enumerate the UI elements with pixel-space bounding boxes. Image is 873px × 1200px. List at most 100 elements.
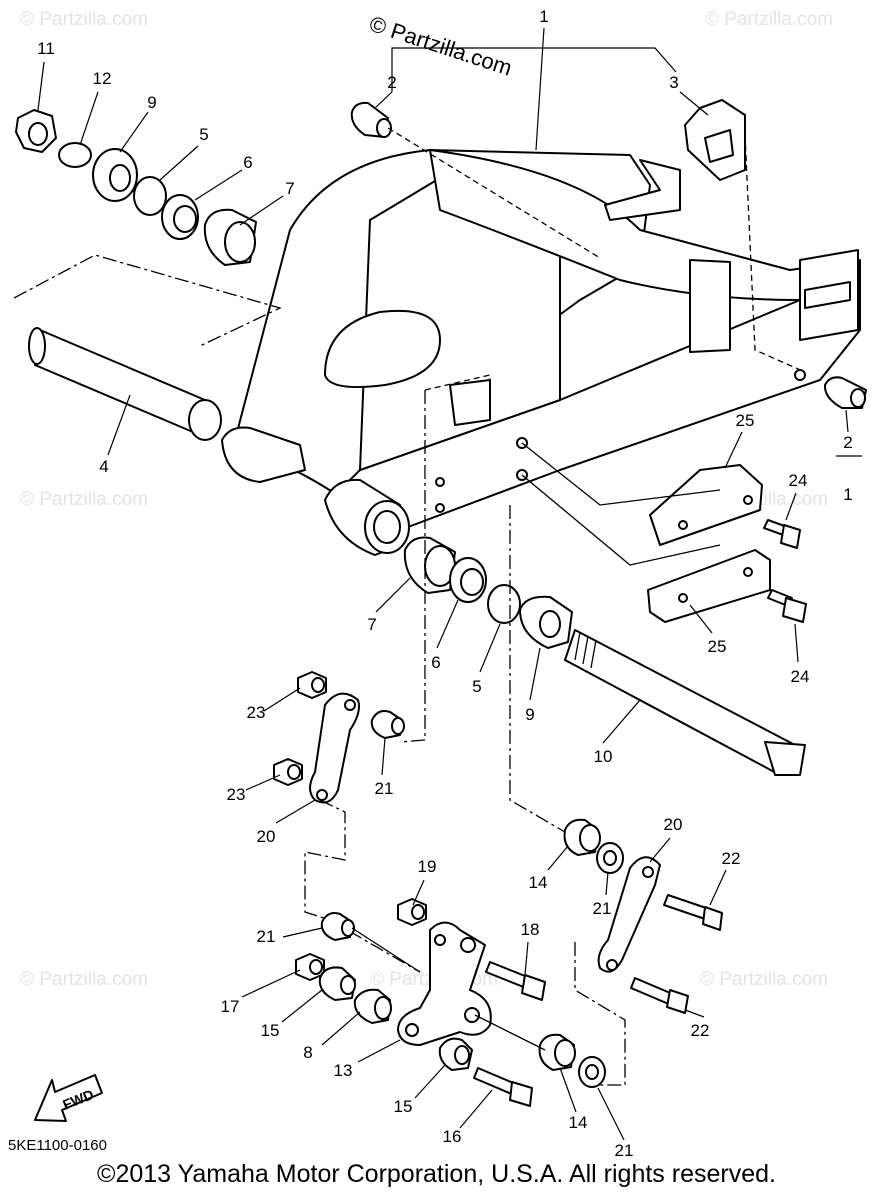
washer-5-top — [133, 176, 167, 216]
collar-2-top — [350, 101, 392, 138]
arm-20-right — [597, 856, 661, 973]
callout-1: 1 — [843, 485, 852, 504]
callout-9: 9 — [525, 705, 534, 724]
guide-line — [13, 254, 282, 347]
callout-9: 9 — [147, 93, 156, 112]
callout-11: 11 — [37, 39, 55, 58]
diagram-code: 5KE1100-0160 — [8, 1137, 107, 1154]
seal-6-mid — [449, 557, 487, 603]
guide-line — [304, 799, 421, 973]
callout-4: 4 — [99, 457, 108, 476]
guide-line — [424, 374, 491, 420]
nut-23-upper — [297, 671, 327, 699]
callout-5: 5 — [199, 125, 208, 144]
seal-6-top — [161, 194, 199, 240]
bolt-22-lower — [630, 977, 689, 1014]
callout-15: 15 — [261, 1021, 280, 1040]
callout-5: 5 — [472, 677, 481, 696]
watermark-partzilla: © Partzilla.com — [366, 11, 515, 81]
swingarm — [221, 149, 861, 556]
collar-21-b — [596, 842, 624, 874]
bolt-24-upper — [763, 519, 801, 549]
guide-line — [351, 927, 546, 1051]
callout-24: 24 — [789, 471, 808, 490]
callout-2: 2 — [843, 433, 852, 452]
bearing-14-lower — [538, 1033, 576, 1071]
callout-20: 20 — [257, 827, 276, 846]
bearing-8 — [353, 988, 392, 1024]
bolt-24-lower — [767, 589, 807, 623]
nut-23-lower — [273, 758, 303, 786]
callout-12: 12 — [93, 69, 112, 88]
bearing-14-upper — [563, 818, 601, 856]
collar-21-d — [578, 1056, 606, 1088]
collar-21-a — [370, 710, 405, 739]
callout-7: 7 — [285, 179, 294, 198]
pivot-shaft-10 — [564, 629, 806, 776]
callout-22: 22 — [722, 849, 741, 868]
watermark: © Partzilla.com — [20, 9, 148, 30]
guide-line — [399, 390, 566, 833]
nut-19 — [397, 898, 427, 926]
leader-lines — [37, 27, 862, 1141]
fwd-arrow-icon: FWD — [34, 1074, 103, 1122]
watermark: © Partzilla.com — [705, 9, 833, 30]
collar-9-mid — [519, 595, 573, 649]
collar-21-c — [320, 912, 355, 941]
callout-numbers: 1 2 3 2 1 11 12 9 5 6 7 4 25 24 25 24 7 … — [37, 7, 853, 1160]
watermark: © Partzilla.com — [20, 489, 148, 510]
callout-21: 21 — [257, 927, 276, 946]
callout-23: 23 — [247, 703, 266, 722]
callout-10: 10 — [594, 747, 613, 766]
callout-25: 25 — [736, 411, 755, 430]
collar-15-upper — [318, 966, 356, 1001]
watermark: © Partzilla.com — [700, 969, 828, 990]
callout-14: 14 — [529, 873, 548, 892]
guide-line — [521, 442, 721, 566]
callout-6: 6 — [431, 653, 440, 672]
arm-20-left — [309, 692, 360, 804]
shaft-4 — [28, 327, 222, 441]
guide-25-lower — [647, 549, 771, 623]
callout-25: 25 — [708, 637, 727, 656]
bolt-22-upper — [663, 894, 723, 931]
bearing-7-mid — [403, 536, 456, 594]
callout-15: 15 — [394, 1097, 413, 1116]
callout-17: 17 — [221, 997, 240, 1016]
callout-3: 3 — [669, 73, 678, 92]
bolt-16 — [473, 1067, 533, 1107]
callout-22: 22 — [691, 1021, 710, 1040]
callout-20: 20 — [664, 815, 683, 834]
collar-2-right — [823, 376, 867, 409]
collar-9-top — [92, 148, 138, 202]
callout-2: 2 — [387, 73, 396, 92]
callout-23: 23 — [227, 785, 246, 804]
callout-13: 13 — [334, 1061, 353, 1080]
callout-21: 21 — [615, 1141, 634, 1160]
guide-line — [574, 942, 626, 1086]
bearing-7-top — [203, 208, 257, 266]
callout-24: 24 — [791, 667, 810, 686]
guide-line — [387, 127, 806, 373]
copyright-notice: ©2013 Yamaha Motor Corporation, U.S.A. A… — [97, 1160, 776, 1188]
callout-16: 16 — [443, 1127, 462, 1146]
nut-11 — [15, 109, 57, 153]
callout-6: 6 — [243, 153, 252, 172]
collar-15-lower — [438, 1037, 473, 1071]
callout-21: 21 — [593, 899, 612, 918]
bolt-18 — [485, 961, 546, 1001]
watermark: © Partzilla.com — [20, 969, 148, 990]
callout-7: 7 — [367, 615, 376, 634]
bracket-3 — [684, 99, 746, 181]
callout-18: 18 — [521, 920, 540, 939]
callout-1: 1 — [539, 7, 548, 26]
callout-14: 14 — [569, 1113, 588, 1132]
callout-8: 8 — [303, 1043, 312, 1062]
washer-12 — [58, 142, 92, 168]
washer-5-mid — [487, 584, 521, 624]
relay-arm-13 — [397, 921, 492, 1046]
callout-21: 21 — [375, 779, 394, 798]
callout-19: 19 — [418, 857, 437, 876]
guide-25-upper — [649, 464, 763, 546]
